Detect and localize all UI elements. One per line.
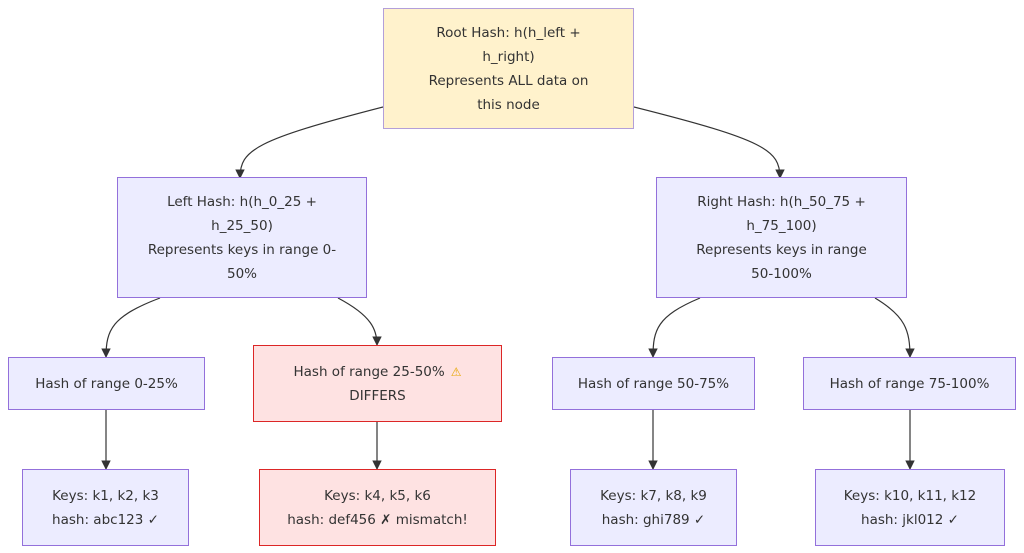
range-0-25-label: Hash of range 0-25% [35, 375, 178, 392]
keys-1-3-line-2: hash: abc123 ✓ [52, 511, 159, 528]
left-hash-line-3: Represents keys in range 0- [147, 241, 337, 258]
edge-root-to-left [235, 106, 384, 179]
root-hash-line-2: h_right) [482, 48, 535, 65]
keys-7-9-line-1: Keys: k7, k8, k9 [600, 487, 707, 504]
keys-1-3-node: Keys: k1, k2, k3 hash: abc123 ✓ [22, 469, 189, 546]
left-hash-line-1: Left Hash: h(h_0_25 + [167, 193, 317, 210]
keys-10-12-node: Keys: k10, k11, k12 hash: jkl012 ✓ [815, 469, 1005, 546]
left-hash-node: Left Hash: h(h_0_25 + h_25_50) Represent… [117, 177, 367, 298]
edge-right-to-range-75-100 [874, 297, 915, 358]
right-hash-line-4: 50-100% [751, 265, 812, 282]
root-hash-line-4: this node [477, 96, 540, 113]
range-25-50-label: Hash of range 25-50% [293, 363, 445, 380]
keys-7-9-line-2: hash: ghi789 ✓ [601, 511, 706, 528]
range-25-50-node: Hash of range 25-50% ⚠ DIFFERS [253, 345, 502, 422]
range-50-75-node: Hash of range 50-75% [552, 357, 755, 410]
edge-right-to-range-50-75 [648, 297, 701, 358]
root-hash-line-1: Root Hash: h(h_left + [436, 24, 581, 41]
range-25-50-differs: DIFFERS [349, 387, 406, 404]
right-hash-node: Right Hash: h(h_50_75 + h_75_100) Repres… [656, 177, 907, 298]
root-hash-node: Root Hash: h(h_left + h_right) Represent… [383, 8, 634, 129]
root-hash-line-3: Represents ALL data on [428, 72, 589, 89]
keys-7-9-node: Keys: k7, k8, k9 hash: ghi789 ✓ [570, 469, 737, 546]
keys-1-3-line-1: Keys: k1, k2, k3 [52, 487, 159, 504]
range-50-75-label: Hash of range 50-75% [577, 375, 730, 392]
warning-icon: ⚠ [450, 364, 462, 379]
right-hash-line-1: Right Hash: h(h_50_75 + [697, 193, 866, 210]
edge-left-to-range-0-25 [101, 297, 161, 358]
right-hash-line-2: h_75_100) [746, 217, 817, 234]
keys-4-6-node: Keys: k4, k5, k6 hash: def456 ✗ mismatch… [259, 469, 496, 546]
keys-4-6-line-2: hash: def456 ✗ mismatch! [287, 511, 468, 528]
left-hash-line-4: 50% [226, 265, 257, 282]
range-25-50-line-1-wrap: Hash of range 25-50% ⚠ [294, 360, 462, 384]
keys-10-12-line-2: hash: jkl012 ✓ [861, 511, 959, 528]
edge-left-to-range-25-50 [337, 297, 382, 346]
edge-root-to-right [633, 106, 785, 179]
right-hash-line-3: Represents keys in range [696, 241, 867, 258]
keys-10-12-line-1: Keys: k10, k11, k12 [843, 487, 977, 504]
range-0-25-node: Hash of range 0-25% [8, 357, 205, 410]
range-75-100-node: Hash of range 75-100% [803, 357, 1016, 410]
keys-4-6-line-1: Keys: k4, k5, k6 [324, 487, 431, 504]
range-75-100-label: Hash of range 75-100% [829, 375, 990, 392]
left-hash-line-2: h_25_50) [211, 217, 273, 234]
